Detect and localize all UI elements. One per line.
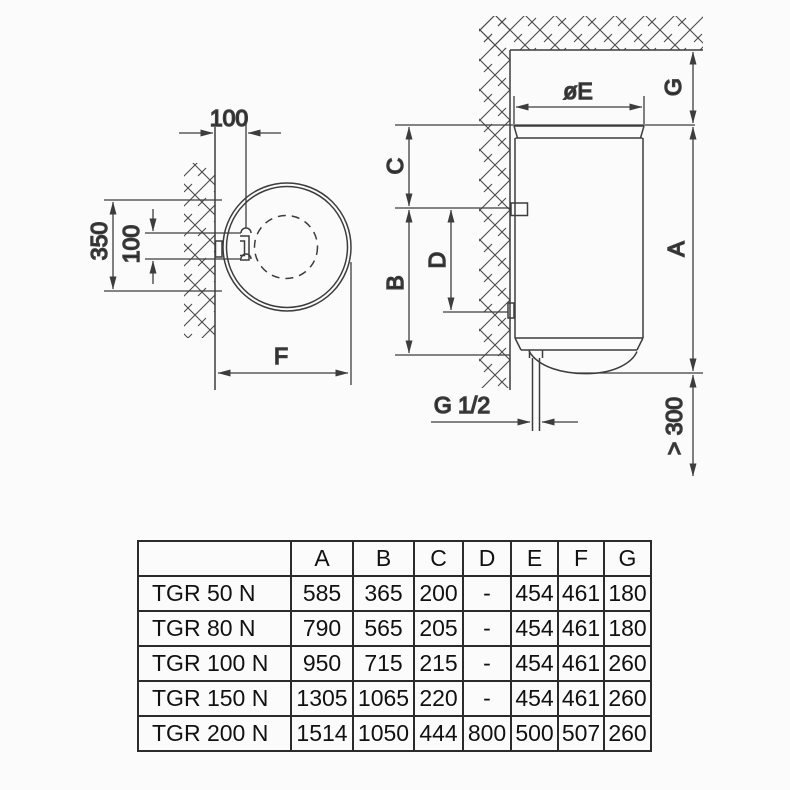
dim-label-ceiling-gap: G xyxy=(660,78,686,96)
table-cell: 215 xyxy=(413,645,464,682)
side-view-drawing: øE G C D B A > 300 G 1/2 xyxy=(381,16,703,477)
dim-label-hanger-spacing: D xyxy=(424,252,450,269)
table-cell: 454 xyxy=(510,645,559,682)
model-cell: TGR 150 N xyxy=(137,680,292,717)
table-header-cell: E xyxy=(510,540,559,577)
table-cell: 461 xyxy=(557,610,605,647)
table-cell: 507 xyxy=(557,715,605,752)
table-cell: 585 xyxy=(290,575,354,612)
table-header-row: A B C D E F G xyxy=(137,540,652,577)
table-cell: 260 xyxy=(603,680,652,717)
table-cell: 180 xyxy=(603,610,652,647)
table-cell: 200 xyxy=(413,575,464,612)
wall-hatch xyxy=(184,163,215,338)
dim-diameter xyxy=(513,96,645,124)
table-header-cell: A xyxy=(290,540,354,577)
wall-hatch-side xyxy=(479,16,510,388)
dim-label-top-to-hanger: C xyxy=(382,158,408,175)
table-header-cell: F xyxy=(557,540,605,577)
table-cell: 715 xyxy=(352,645,415,682)
bottom-dome xyxy=(528,350,638,375)
model-cell: TGR 80 N xyxy=(137,610,292,647)
dim-label-wall-offset: 100 xyxy=(210,105,248,131)
table-row: TGR 150 N 1305 1065 220 - 454 461 260 xyxy=(137,680,652,717)
table-cell: 500 xyxy=(510,715,559,752)
table-cell: 220 xyxy=(413,680,464,717)
dim-label-hanger-to-bottom: B xyxy=(382,275,408,290)
dim-label-hook-spacing: 100 xyxy=(118,225,144,263)
table-cell: 790 xyxy=(290,610,354,647)
dim-hook-spacing xyxy=(145,209,241,284)
reference-lines xyxy=(395,124,703,374)
top-view-drawing: 100 350 100 F xyxy=(85,104,352,390)
tank-outline-outer xyxy=(222,182,352,312)
model-cell: TGR 200 N xyxy=(137,715,292,752)
table-cell: 800 xyxy=(462,715,512,752)
table-cell: 461 xyxy=(557,680,605,717)
table-cell: 454 xyxy=(510,680,559,717)
dim-wall-offset xyxy=(179,120,281,228)
table-header-cell xyxy=(137,540,292,577)
wall-bracket xyxy=(214,227,252,261)
table-cell: - xyxy=(462,575,512,612)
table-header-cell: D xyxy=(462,540,512,577)
lower-hanger-bracket xyxy=(507,302,515,319)
tank-outline-inner xyxy=(225,185,349,309)
dim-label-total-height: A xyxy=(663,241,689,257)
dim-label-diameter: øE xyxy=(563,78,592,104)
inner-tank-dashed xyxy=(253,214,319,280)
table-cell: 205 xyxy=(413,610,464,647)
outlet-pipe xyxy=(528,350,544,431)
table-cell: 1050 xyxy=(352,715,415,752)
table-cell: 444 xyxy=(413,715,464,752)
dim-depth xyxy=(217,262,352,385)
table-cell: 1514 xyxy=(290,715,354,752)
table-row: TGR 80 N 790 565 205 - 454 461 180 xyxy=(137,610,652,647)
table-cell: 565 xyxy=(352,610,415,647)
dim-label-pipe-thread: G 1/2 xyxy=(434,392,490,418)
model-cell: TGR 50 N xyxy=(137,575,292,612)
table-cell: 260 xyxy=(603,715,652,752)
upper-hanger-bracket xyxy=(510,202,529,217)
table-cell: - xyxy=(462,610,512,647)
table-cell: 1065 xyxy=(352,680,415,717)
table-header-cell: G xyxy=(603,540,652,577)
dim-rail-height xyxy=(104,199,222,292)
model-cell: TGR 100 N xyxy=(137,645,292,682)
table-header-cell: B xyxy=(352,540,415,577)
dimension-diagram: 100 350 100 F xyxy=(85,16,703,477)
ceiling-hatch xyxy=(479,16,703,50)
table-cell: 454 xyxy=(510,575,559,612)
table-cell: 260 xyxy=(603,645,652,682)
dim-label-depth: F xyxy=(274,343,288,369)
table-cell: 454 xyxy=(510,610,559,647)
table-header-cell: C xyxy=(413,540,464,577)
table-cell: 461 xyxy=(557,575,605,612)
table-cell: 365 xyxy=(352,575,415,612)
table-cell: 950 xyxy=(290,645,354,682)
heater-body xyxy=(513,125,645,375)
table-cell: 1305 xyxy=(290,680,354,717)
dimensions-table: A B C D E F G TGR 50 N 585 365 200 - 454… xyxy=(137,540,652,752)
table-cell: 461 xyxy=(557,645,605,682)
table-cell: - xyxy=(462,680,512,717)
dim-label-rail-height: 350 xyxy=(86,222,112,260)
table-row: TGR 200 N 1514 1050 444 800 500 507 260 xyxy=(137,715,652,752)
table-cell: 180 xyxy=(603,575,652,612)
table-cell: - xyxy=(462,645,512,682)
dim-label-floor-clearance: > 300 xyxy=(661,397,687,455)
table-row: TGR 50 N 585 365 200 - 454 461 180 xyxy=(137,575,652,612)
table-row: TGR 100 N 950 715 215 - 454 461 260 xyxy=(137,645,652,682)
